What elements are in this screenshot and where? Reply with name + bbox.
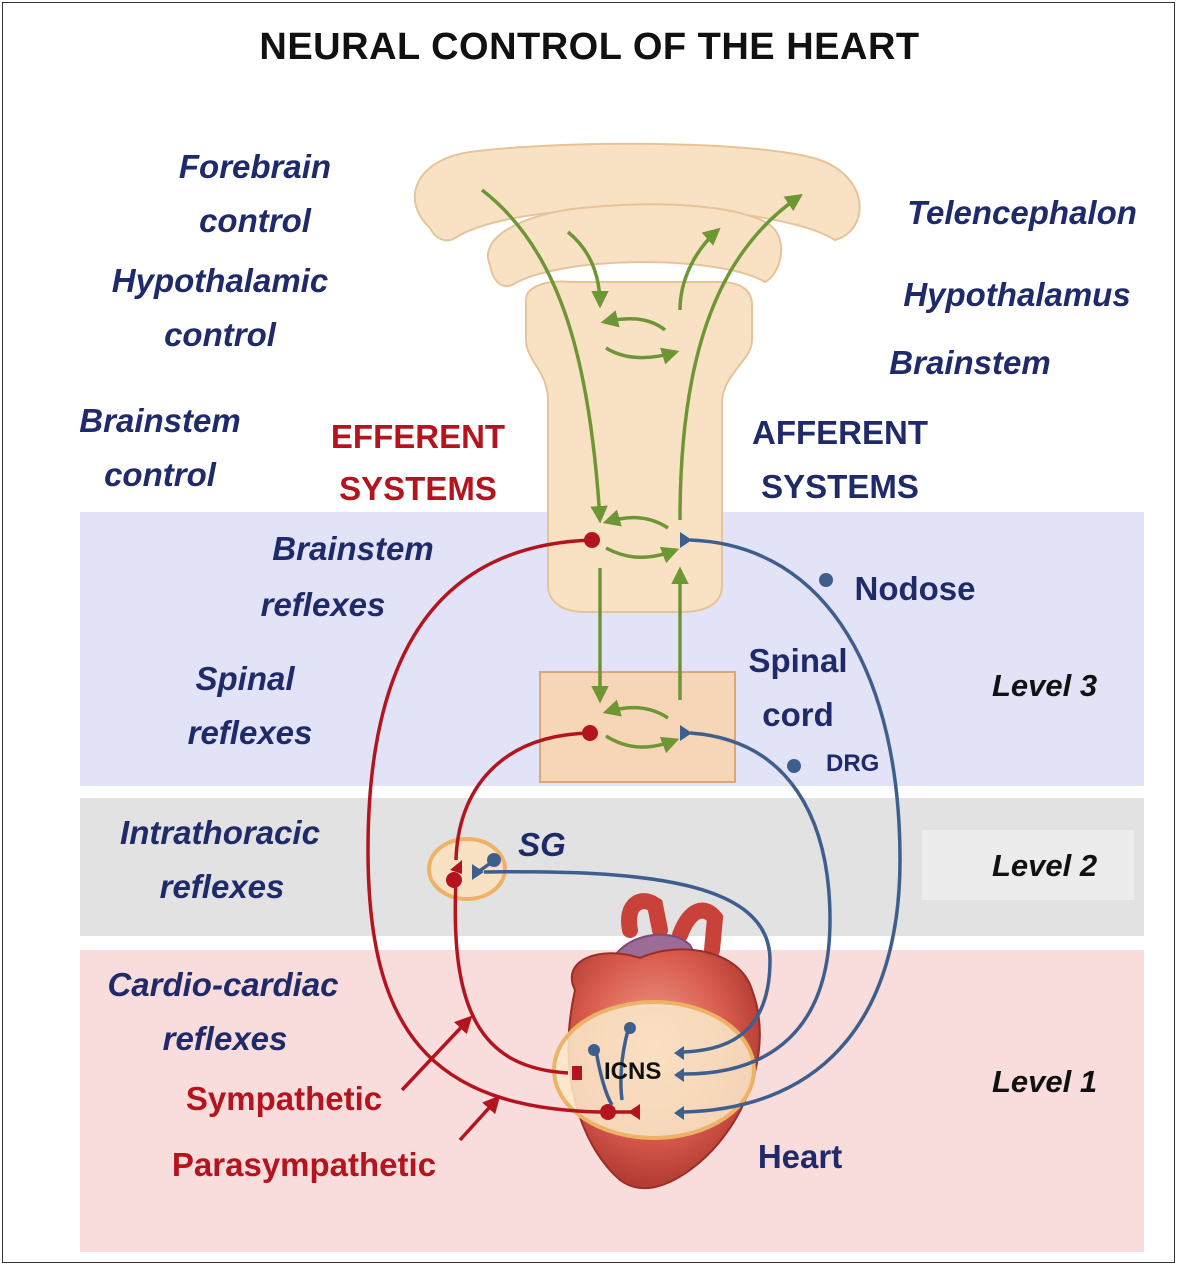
- sg-efferent-soma: [446, 872, 462, 888]
- drg-soma: [787, 759, 801, 773]
- icns-parasympathetic-soma: [600, 1104, 616, 1120]
- icns-label: ICNS: [604, 1060, 661, 1084]
- brainstem-shape: [526, 282, 752, 612]
- forebrain-control-line2: control: [160, 204, 350, 237]
- intrathoracic-reflexes-line1: Intrathoracic: [90, 816, 350, 849]
- sympathetic-legend-label: Sympathetic: [166, 1082, 402, 1115]
- hypothalamic-control-line2: control: [80, 318, 360, 351]
- hypothalamus-label: Hypothalamus: [876, 278, 1158, 311]
- icns-afferent-soma-a: [588, 1044, 600, 1056]
- nodose-label: Nodose: [842, 572, 988, 605]
- brainstem-reflexes-line1: Brainstem: [248, 532, 458, 565]
- heart-label: Heart: [740, 1140, 860, 1173]
- level-2-label: Level 2: [992, 850, 1097, 881]
- sg-label: SG: [514, 828, 570, 861]
- parasympathetic-legend-label: Parasympathetic: [148, 1148, 460, 1181]
- sg-afferent-soma: [487, 853, 501, 867]
- cardio-cardiac-reflexes-line1: Cardio-cardiac: [82, 968, 364, 1001]
- spinal-reflexes-line2: reflexes: [150, 716, 350, 749]
- efferent-systems-line1: EFFERENT: [318, 420, 518, 453]
- intrathoracic-reflexes-line2: reflexes: [112, 870, 332, 903]
- spinal-cord-label-line1: Spinal: [738, 644, 858, 677]
- spinal-cord-label-line2: cord: [738, 698, 858, 731]
- heart-illustration: [554, 901, 760, 1188]
- telencephalon-label: Telencephalon: [886, 196, 1158, 229]
- afferent-systems-line1: AFFERENT: [740, 416, 940, 449]
- parasympathetic-legend-arrow: [460, 1098, 498, 1140]
- drg-label: DRG: [826, 752, 879, 776]
- spinal-reflexes-line1: Spinal: [150, 662, 340, 695]
- sympathetic-postganglionic-path: [455, 880, 568, 1073]
- sg-ganglion-shape: [429, 839, 505, 899]
- hypothalamic-control-line1: Hypothalamic: [80, 264, 360, 297]
- spinal-cord-shape: [540, 672, 735, 782]
- brainstem-control-line2: control: [60, 458, 260, 491]
- level-3-label: Level 3: [992, 670, 1097, 701]
- brainstem-reflexes-line2: reflexes: [218, 588, 428, 621]
- cardio-cardiac-reflexes-line2: reflexes: [120, 1022, 330, 1055]
- spinal-efferent-soma: [582, 725, 598, 741]
- forebrain-control-line1: Forebrain: [160, 150, 350, 183]
- brainstem-efferent-soma: [584, 532, 600, 548]
- diagram-title: NEURAL CONTROL OF THE HEART: [0, 28, 1179, 66]
- brainstem-control-line1: Brainstem: [60, 404, 260, 437]
- icns-sympathetic-terminal: [572, 1066, 582, 1080]
- nodose-soma: [819, 573, 833, 587]
- efferent-systems-line2: SYSTEMS: [318, 472, 518, 505]
- afferent-systems-line2: SYSTEMS: [740, 470, 940, 503]
- level-1-label: Level 1: [992, 1066, 1097, 1097]
- brainstem-label: Brainstem: [870, 346, 1070, 379]
- icns-afferent-soma-b: [624, 1022, 636, 1034]
